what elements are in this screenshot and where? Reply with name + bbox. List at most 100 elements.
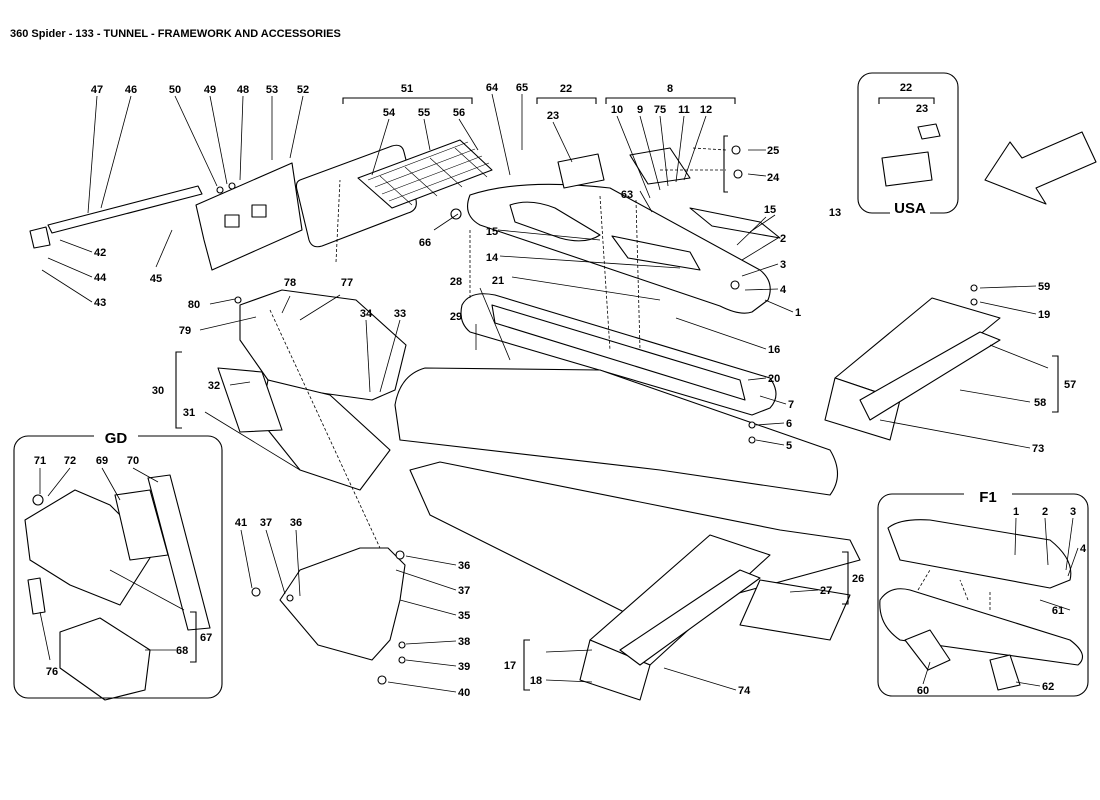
callout-19: 19 (1038, 309, 1050, 321)
callout-22-top: 22 (560, 83, 572, 95)
leader-lines (39, 93, 1079, 693)
callout-50: 50 (169, 84, 181, 96)
callout-37-right: 37 (458, 585, 470, 597)
callout-3-f1: 3 (1070, 506, 1076, 518)
callout-22-usa: 22 (900, 82, 912, 94)
callout-32: 32 (208, 380, 220, 392)
callout-16: 16 (768, 344, 780, 356)
callout-13: 13 (829, 207, 841, 219)
callout-10: 10 (611, 104, 623, 116)
callout-46: 46 (125, 84, 137, 96)
callout-58: 58 (1034, 397, 1046, 409)
callout-47: 47 (91, 84, 103, 96)
callout-41: 41 (235, 517, 247, 529)
callout-37-left: 37 (260, 517, 272, 529)
callout-61: 61 (1052, 605, 1064, 617)
callout-21: 21 (492, 275, 504, 287)
callout-9: 9 (637, 104, 643, 116)
callout-12: 12 (700, 104, 712, 116)
callout-1: 1 (795, 307, 801, 319)
callout-62: 62 (1042, 681, 1054, 693)
callout-36-left: 36 (290, 517, 302, 529)
callout-59: 59 (1038, 281, 1050, 293)
callout-44: 44 (94, 272, 107, 284)
callout-75: 75 (654, 104, 666, 116)
callout-76: 76 (46, 666, 58, 678)
callout-64: 64 (486, 82, 499, 94)
callout-54: 54 (383, 107, 396, 119)
callout-35: 35 (458, 610, 470, 622)
callout-2-f1: 2 (1042, 506, 1048, 518)
callout-36-right: 36 (458, 560, 470, 572)
callout-7: 7 (788, 399, 794, 411)
callout-43: 43 (94, 297, 106, 309)
callout-55: 55 (418, 107, 430, 119)
callout-20: 20 (768, 373, 780, 385)
callout-49: 49 (204, 84, 216, 96)
callout-34: 34 (360, 308, 373, 320)
callout-14: 14 (486, 252, 499, 264)
callout-5: 5 (786, 440, 792, 452)
callout-3: 3 (780, 259, 786, 271)
callout-65: 65 (516, 82, 528, 94)
callout-70: 70 (127, 455, 139, 467)
page-title: 360 Spider - 133 - TUNNEL - FRAMEWORK AN… (10, 28, 341, 40)
callout-27: 27 (820, 585, 832, 597)
callout-66: 66 (419, 237, 431, 249)
callout-39: 39 (458, 661, 470, 673)
callout-57: 57 (1064, 379, 1076, 391)
callout-77: 77 (341, 277, 353, 289)
callout-15-left: 15 (486, 226, 498, 238)
callout-28: 28 (450, 276, 462, 288)
callout-4: 4 (780, 284, 787, 296)
callout-72: 72 (64, 455, 76, 467)
callout-17: 17 (504, 660, 516, 672)
callout-60: 60 (917, 685, 929, 697)
callout-2: 2 (780, 233, 786, 245)
callout-25: 25 (767, 145, 779, 157)
callout-63: 63 (621, 189, 633, 201)
callout-6: 6 (786, 418, 792, 430)
callout-51: 51 (401, 83, 413, 95)
callout-74: 74 (738, 685, 751, 697)
callout-4-f1: 4 (1080, 543, 1087, 555)
callout-38: 38 (458, 636, 470, 648)
callout-53: 53 (266, 84, 278, 96)
usa-inset-frame (857, 72, 959, 214)
callout-18: 18 (530, 675, 542, 687)
gd-inset-label: GD (105, 430, 128, 447)
callout-26: 26 (852, 573, 864, 585)
callout-80: 80 (188, 299, 200, 311)
callout-30: 30 (152, 385, 164, 397)
part-callouts: 47 46 50 49 48 53 52 51 54 55 56 64 65 2… (34, 82, 1087, 699)
callout-78: 78 (284, 277, 296, 289)
callout-8: 8 (667, 83, 673, 95)
callout-1-f1: 1 (1013, 506, 1019, 518)
callout-29: 29 (450, 311, 462, 323)
callout-52: 52 (297, 84, 309, 96)
callout-40: 40 (458, 687, 470, 699)
callout-73: 73 (1032, 443, 1044, 455)
callout-15-right: 15 (764, 204, 776, 216)
usa-inset-label: USA (894, 200, 926, 217)
part-outlines (24, 123, 1097, 701)
screw-icon (32, 145, 978, 685)
callout-71: 71 (34, 455, 46, 467)
callout-42: 42 (94, 247, 106, 259)
callout-23-top: 23 (547, 110, 559, 122)
callout-31: 31 (183, 407, 195, 419)
callout-45: 45 (150, 273, 162, 285)
callout-48: 48 (237, 84, 249, 96)
callout-67: 67 (200, 632, 212, 644)
callout-56: 56 (453, 107, 465, 119)
callout-79: 79 (179, 325, 191, 337)
callout-11: 11 (678, 104, 690, 116)
group-brackets (175, 97, 1059, 691)
mesh-grille-icon (367, 141, 490, 206)
callout-68: 68 (176, 645, 188, 657)
callout-33: 33 (394, 308, 406, 320)
callout-24: 24 (767, 172, 780, 184)
callout-69: 69 (96, 455, 108, 467)
f1-inset-label: F1 (979, 489, 997, 506)
